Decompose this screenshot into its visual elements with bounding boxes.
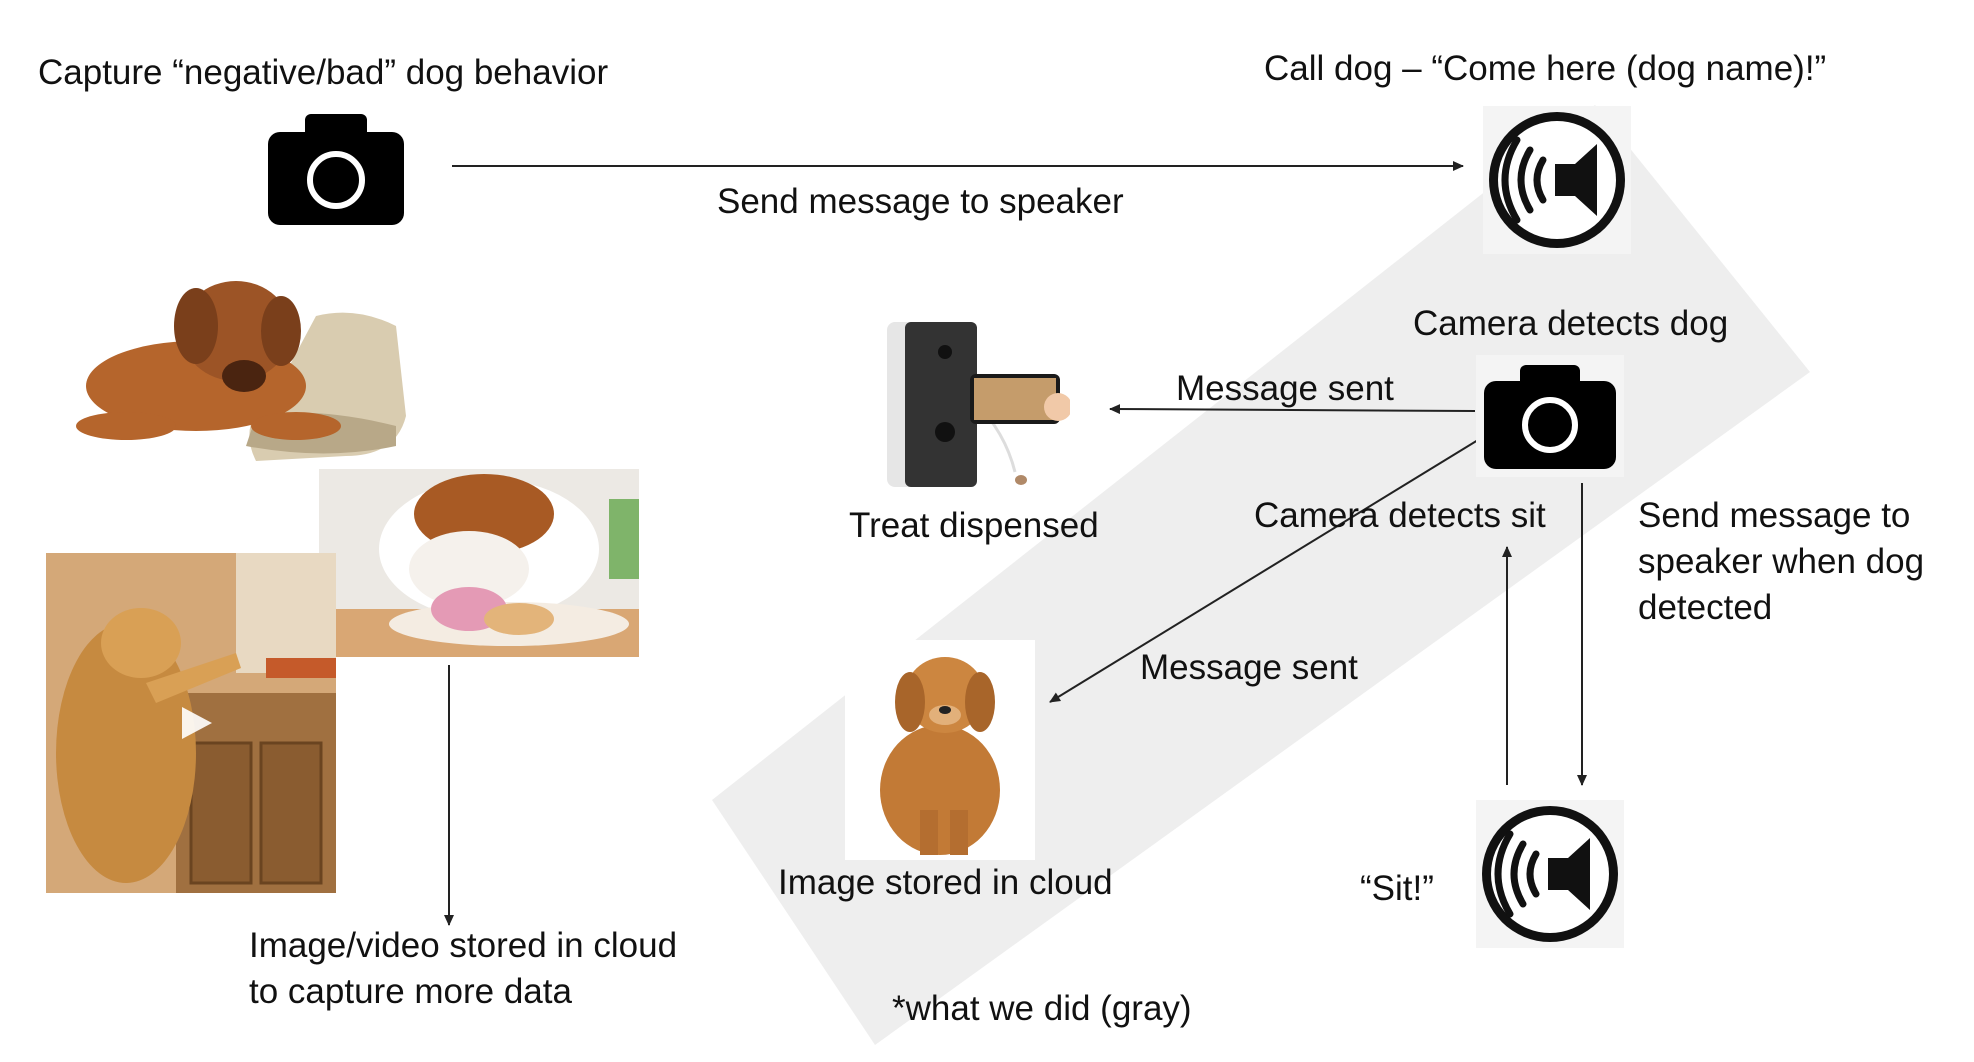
image-video-stored-label: Image/video stored in cloud to capture m… (249, 926, 678, 1011)
speaker-icon (1483, 106, 1631, 254)
play-icon[interactable] (176, 703, 216, 743)
camera-icon (1476, 355, 1624, 477)
arrow-camera-to-cloud-dog (1049, 439, 1479, 703)
send-message-to-speaker-label: Send message to speaker (717, 182, 1124, 221)
message-sent-treat-label: Message sent (1176, 369, 1394, 408)
message-sent-cloud-label: Message sent (1140, 648, 1358, 687)
speaker-icon (1476, 800, 1624, 948)
arrow-camera-to-treat (1109, 404, 1476, 415)
image-stored-in-cloud-label: Image stored in cloud (778, 863, 1113, 902)
camera-detects-dog-label: Camera detects dog (1413, 304, 1729, 343)
treat-dispenser-image (875, 312, 1070, 490)
bulldog-eating-donut-image (319, 469, 639, 657)
treat-dispensed-label: Treat dispensed (849, 506, 1099, 545)
puppy-chewing-boot-image (66, 276, 406, 466)
footnote-label: *what we did (gray) (892, 989, 1192, 1028)
capture-bad-behavior-label: Capture “negative/bad” dog behavior (38, 53, 609, 92)
camera-icon (268, 114, 404, 225)
call-dog-label: Call dog – “Come here (dog name)!” (1264, 49, 1827, 88)
send-message-when-detected-label: Send message to speaker when dog detecte… (1638, 496, 1925, 627)
sitting-dog-image (845, 640, 1035, 860)
camera-detects-sit-label: Camera detects sit (1254, 496, 1546, 535)
sit-command-label: “Sit!” (1360, 869, 1434, 908)
dog-at-counter-video-thumbnail[interactable] (46, 553, 336, 893)
